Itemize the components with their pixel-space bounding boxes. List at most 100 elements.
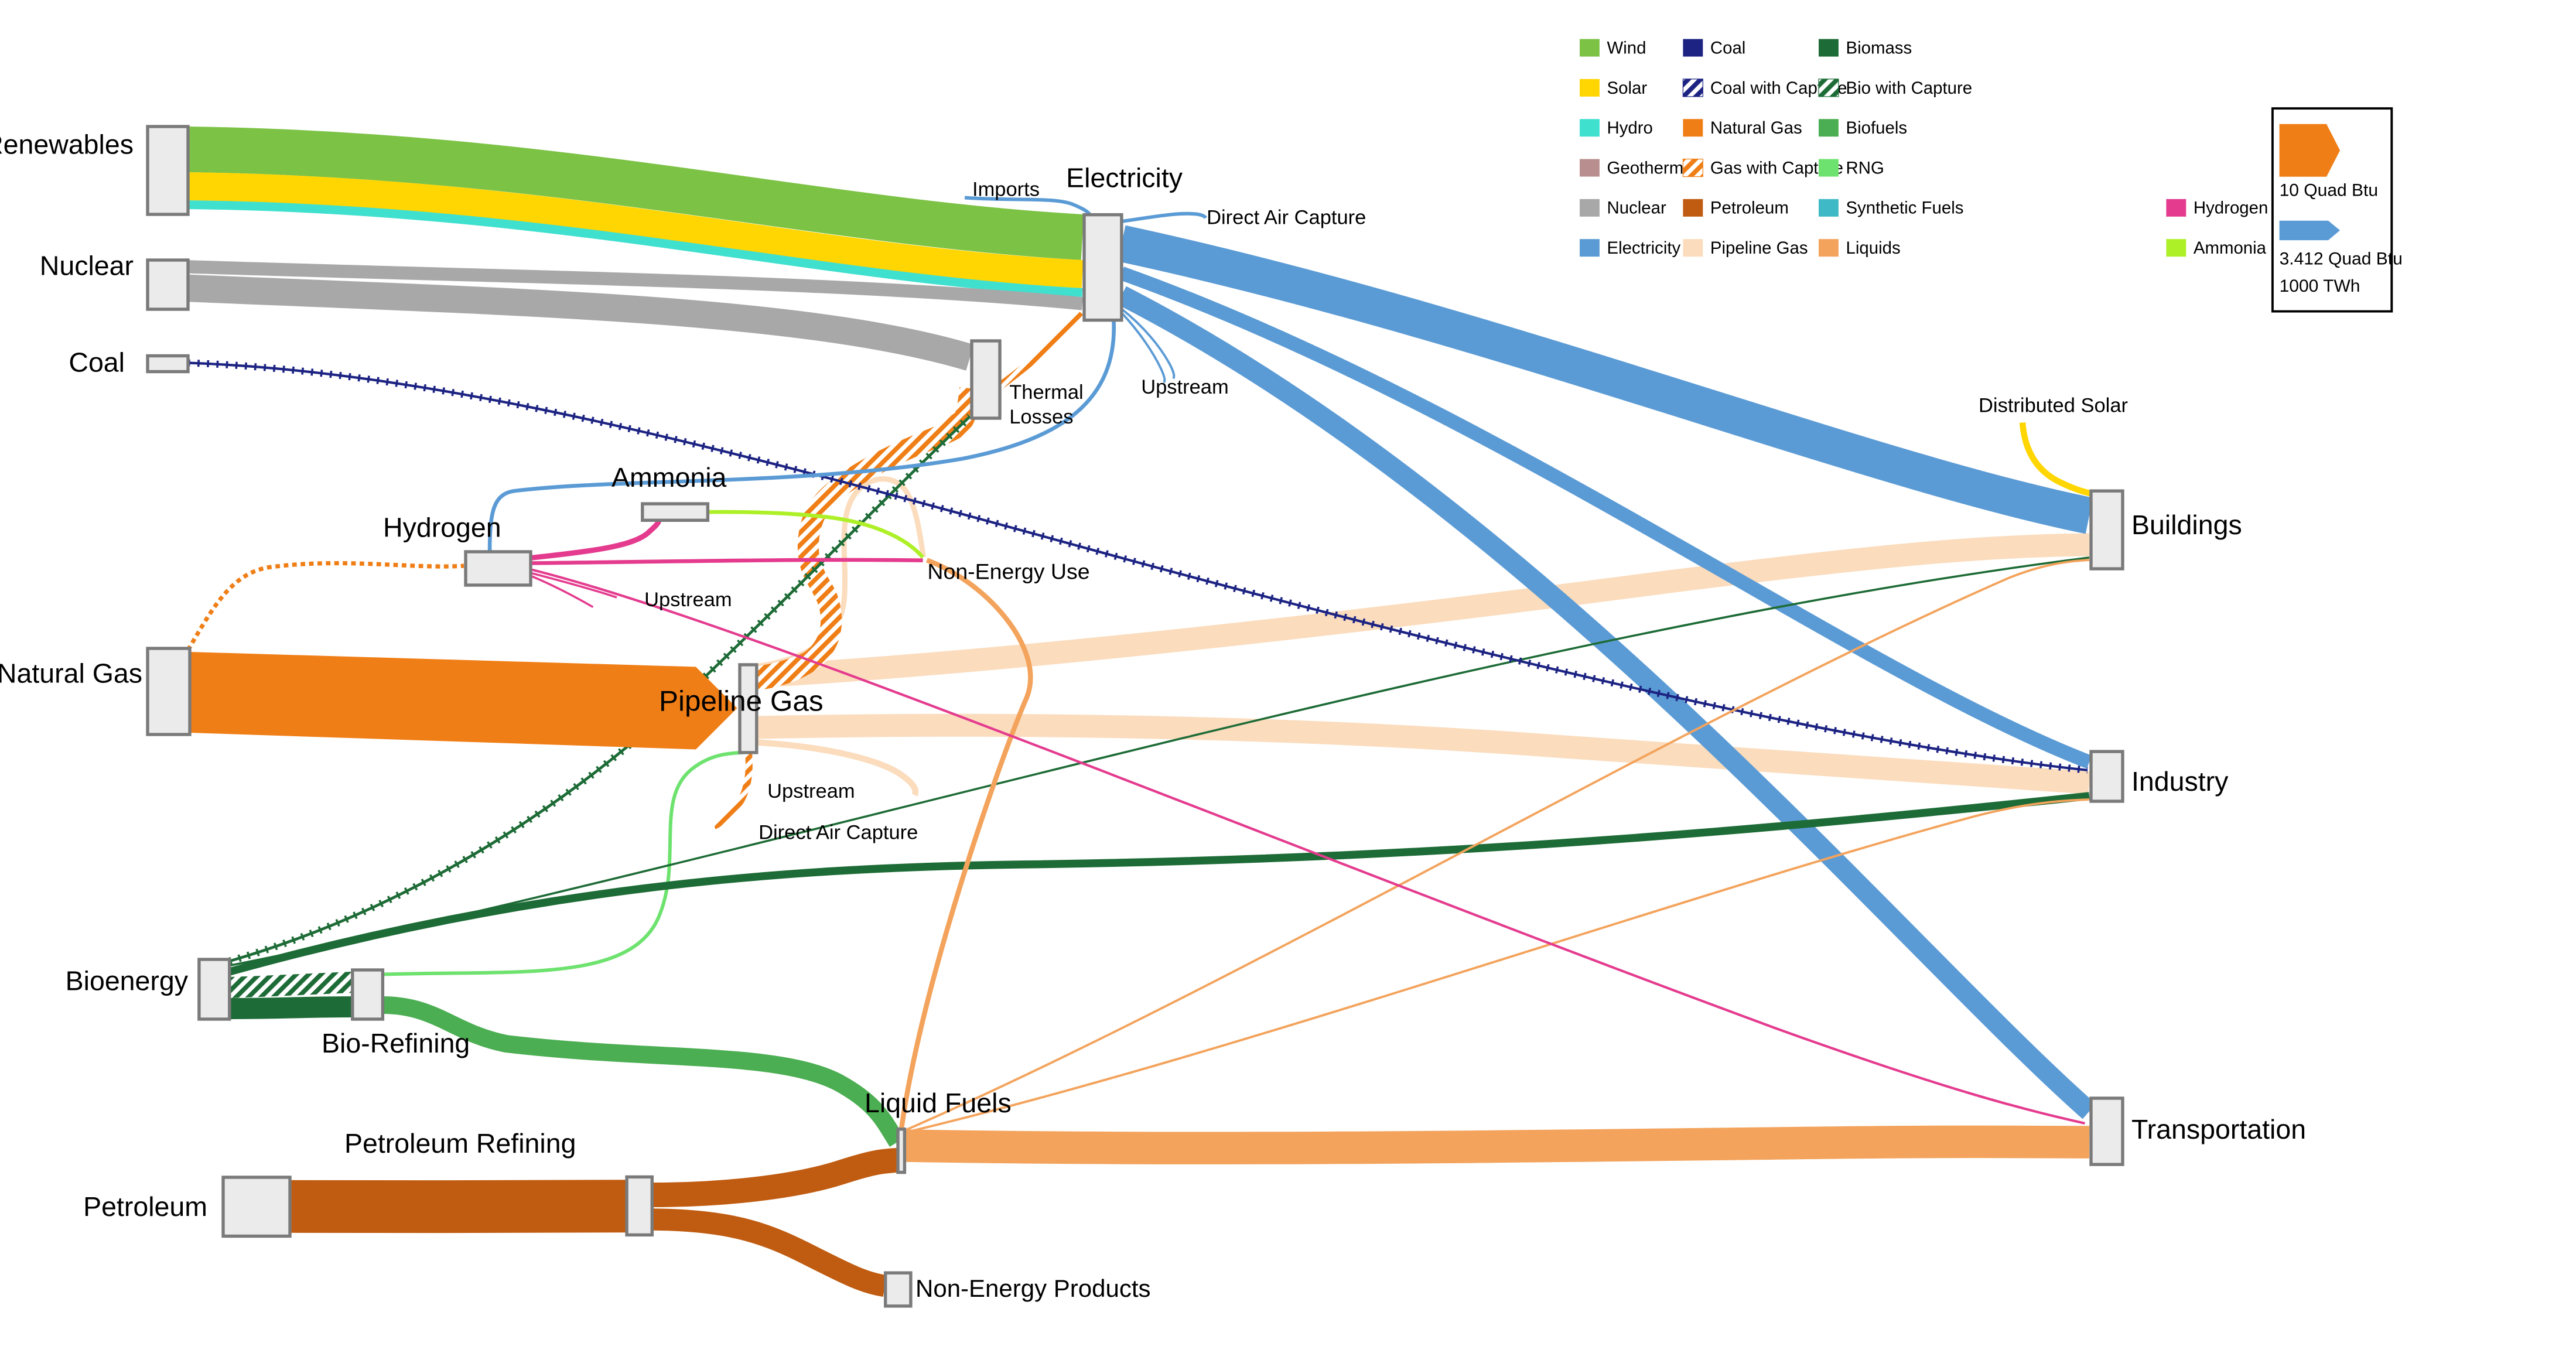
legend-swatch-synthetic-fuels bbox=[1819, 199, 1839, 217]
node-non-energy-products[interactable] bbox=[883, 1271, 913, 1308]
flow-liquids-non-energy-use[interactable] bbox=[898, 558, 1033, 1130]
flow-liquids-transportation[interactable] bbox=[904, 1125, 2090, 1164]
node-pipeline-gas[interactable] bbox=[738, 663, 759, 754]
flow-electricity-dac[interactable] bbox=[1121, 211, 1208, 223]
flow-bioenergy-biorefining-capture[interactable] bbox=[229, 972, 353, 998]
legend-swatch-liquids bbox=[1819, 239, 1839, 257]
node-hydrogen[interactable] bbox=[464, 550, 532, 587]
node-transportation[interactable] bbox=[2089, 1096, 2124, 1166]
flow-biorefining-liquid-fuels[interactable] bbox=[382, 996, 905, 1147]
flow-biorefining-rng-pipelinegas[interactable] bbox=[382, 750, 744, 976]
flow-hydrogen-upstream-a[interactable] bbox=[529, 572, 617, 599]
legend-label-bio-with-capture: Bio with Capture bbox=[1846, 78, 1973, 98]
flow-bioenergy-biorefining[interactable] bbox=[229, 996, 353, 1019]
node-electricity[interactable] bbox=[1082, 213, 1123, 322]
legend-label-synthetic-fuels: Synthetic Fuels bbox=[1846, 199, 1964, 218]
label-upstream-pipelinegas: Upstream bbox=[767, 780, 855, 802]
node-renewables[interactable] bbox=[146, 125, 190, 216]
label-thermal: Thermal bbox=[1009, 381, 1084, 404]
label-bioenergy: Bioenergy bbox=[66, 966, 189, 996]
flow-gas-capture-dac[interactable] bbox=[713, 752, 753, 829]
scale-label-1000twh: 1000 TWh bbox=[2280, 276, 2360, 296]
label-coal: Coal bbox=[69, 347, 125, 378]
node-liquid-fuels[interactable] bbox=[896, 1128, 907, 1174]
flow-electricity-upstream-b[interactable] bbox=[1120, 312, 1166, 384]
node-industry[interactable] bbox=[2089, 750, 2124, 803]
flow-bioenergy-buildings[interactable] bbox=[229, 556, 2090, 967]
flow-hydrogen-upstream-b[interactable] bbox=[529, 575, 594, 609]
flow-pipelinegas-buildings[interactable] bbox=[756, 533, 2090, 688]
legend-label-biofuels: Biofuels bbox=[1846, 118, 1908, 138]
flow-solar-electricity[interactable] bbox=[187, 172, 1084, 288]
flow-imports-electricity[interactable] bbox=[964, 196, 1092, 216]
legend-label-nuclear: Nuclear bbox=[1607, 199, 1666, 218]
label-industry: Industry bbox=[2131, 766, 2229, 797]
legend-label-coal: Coal bbox=[1710, 39, 1745, 58]
node-petroleum-refining[interactable] bbox=[625, 1175, 654, 1237]
legend-swatch-biofuels bbox=[1819, 119, 1839, 137]
node-ammonia[interactable] bbox=[641, 502, 710, 522]
flow-electricity-hydrogen[interactable] bbox=[487, 320, 1116, 552]
flow-hydrogen-transportation[interactable] bbox=[529, 568, 2085, 1125]
node-bioenergy[interactable] bbox=[197, 958, 231, 1021]
node-petroleum[interactable] bbox=[221, 1176, 292, 1238]
label-imports: Imports bbox=[972, 179, 1040, 201]
flow-gas-capture-electricity[interactable] bbox=[756, 311, 1085, 675]
flow-ammonia-non-energy-use[interactable] bbox=[708, 510, 925, 559]
legend-swatch-rng bbox=[1819, 159, 1839, 177]
node-nuclear[interactable] bbox=[146, 258, 190, 311]
flow-pipelinegas-non-energy-use[interactable] bbox=[756, 476, 926, 669]
flow-refining-non-energy-products[interactable] bbox=[651, 1208, 887, 1297]
flow-biomass-industry[interactable] bbox=[228, 792, 2090, 976]
node-coal[interactable] bbox=[146, 354, 190, 374]
flow-natgas-hydrogen[interactable] bbox=[186, 561, 464, 651]
legend-swatch-geothermal bbox=[1580, 159, 1600, 177]
label-losses: Losses bbox=[1009, 406, 1073, 428]
flow-electricity-buildings[interactable] bbox=[1118, 225, 2093, 534]
flow-nuclear-thermal-losses[interactable] bbox=[187, 274, 974, 371]
label-ammonia: Ammonia bbox=[611, 462, 727, 493]
node-thermal-losses[interactable] bbox=[970, 339, 1002, 420]
legend-label-biomass: Biomass bbox=[1846, 39, 1912, 58]
flow-electricity-industry[interactable] bbox=[1119, 266, 2092, 769]
flow-liquids-industry[interactable] bbox=[904, 798, 2090, 1134]
legend-label-wind: Wind bbox=[1607, 39, 1646, 58]
legend-swatch-biomass bbox=[1819, 39, 1839, 57]
flow-hydro-electricity[interactable] bbox=[187, 200, 1083, 297]
label-upstream-hydrogen: Upstream bbox=[644, 589, 732, 611]
flow-pipelinegas-industry[interactable] bbox=[756, 713, 2090, 794]
flow-pipelinegas-upstream[interactable] bbox=[756, 739, 919, 797]
legend-label-geothermal: Geothermal bbox=[1607, 158, 1697, 177]
legend-label-solar: Solar bbox=[1607, 78, 1648, 98]
flow-electricity-transportation[interactable] bbox=[1117, 286, 2096, 1119]
flow-refining-liquid-fuels[interactable] bbox=[651, 1147, 898, 1207]
node-natural-gas[interactable] bbox=[146, 647, 192, 736]
label-electricity: Electricity bbox=[1066, 163, 1183, 193]
flow-electricity-upstream-a[interactable] bbox=[1120, 308, 1176, 380]
label-non-energy-products: Non-Energy Products bbox=[915, 1275, 1151, 1302]
label-non-energy-use: Non-Energy Use bbox=[927, 559, 1089, 584]
legend-swatch-coal-with-capture bbox=[1682, 78, 1703, 97]
flow-nuclear-electricity[interactable] bbox=[187, 260, 1084, 310]
legend-swatch-ammonia bbox=[2166, 239, 2186, 257]
flow-hydrogen-non-energy-use[interactable] bbox=[530, 558, 923, 565]
flow-distributed-solar-buildings[interactable] bbox=[2019, 422, 2092, 497]
node-buildings[interactable] bbox=[2089, 489, 2124, 570]
flow-hydrogen-ammonia[interactable] bbox=[529, 520, 662, 561]
legend-label-rng: RNG bbox=[1846, 158, 1884, 177]
label-petroleum: Petroleum bbox=[83, 1191, 207, 1222]
flow-natgas-pipelinegas-arrow[interactable] bbox=[190, 652, 737, 750]
label-bio-refining: Bio-Refining bbox=[322, 1028, 470, 1058]
legend-swatch-wind bbox=[1580, 39, 1600, 57]
flow-liquids-buildings[interactable] bbox=[904, 559, 2090, 1132]
legend-swatch-electricity bbox=[1580, 239, 1600, 257]
labels-layer: RenewablesNuclearCoalNatural GasBioenerg… bbox=[0, 129, 2306, 1303]
label-hydrogen: Hydrogen bbox=[383, 512, 501, 543]
flow-wind-electricity[interactable] bbox=[187, 127, 1084, 260]
legend-swatch-natural-gas bbox=[1683, 119, 1703, 137]
node-bio-refining[interactable] bbox=[351, 968, 385, 1021]
label-renewables: Renewables bbox=[0, 129, 134, 160]
flow-petroleum-refining[interactable] bbox=[289, 1180, 627, 1234]
legend-label-ammonia: Ammonia bbox=[2194, 238, 2267, 258]
